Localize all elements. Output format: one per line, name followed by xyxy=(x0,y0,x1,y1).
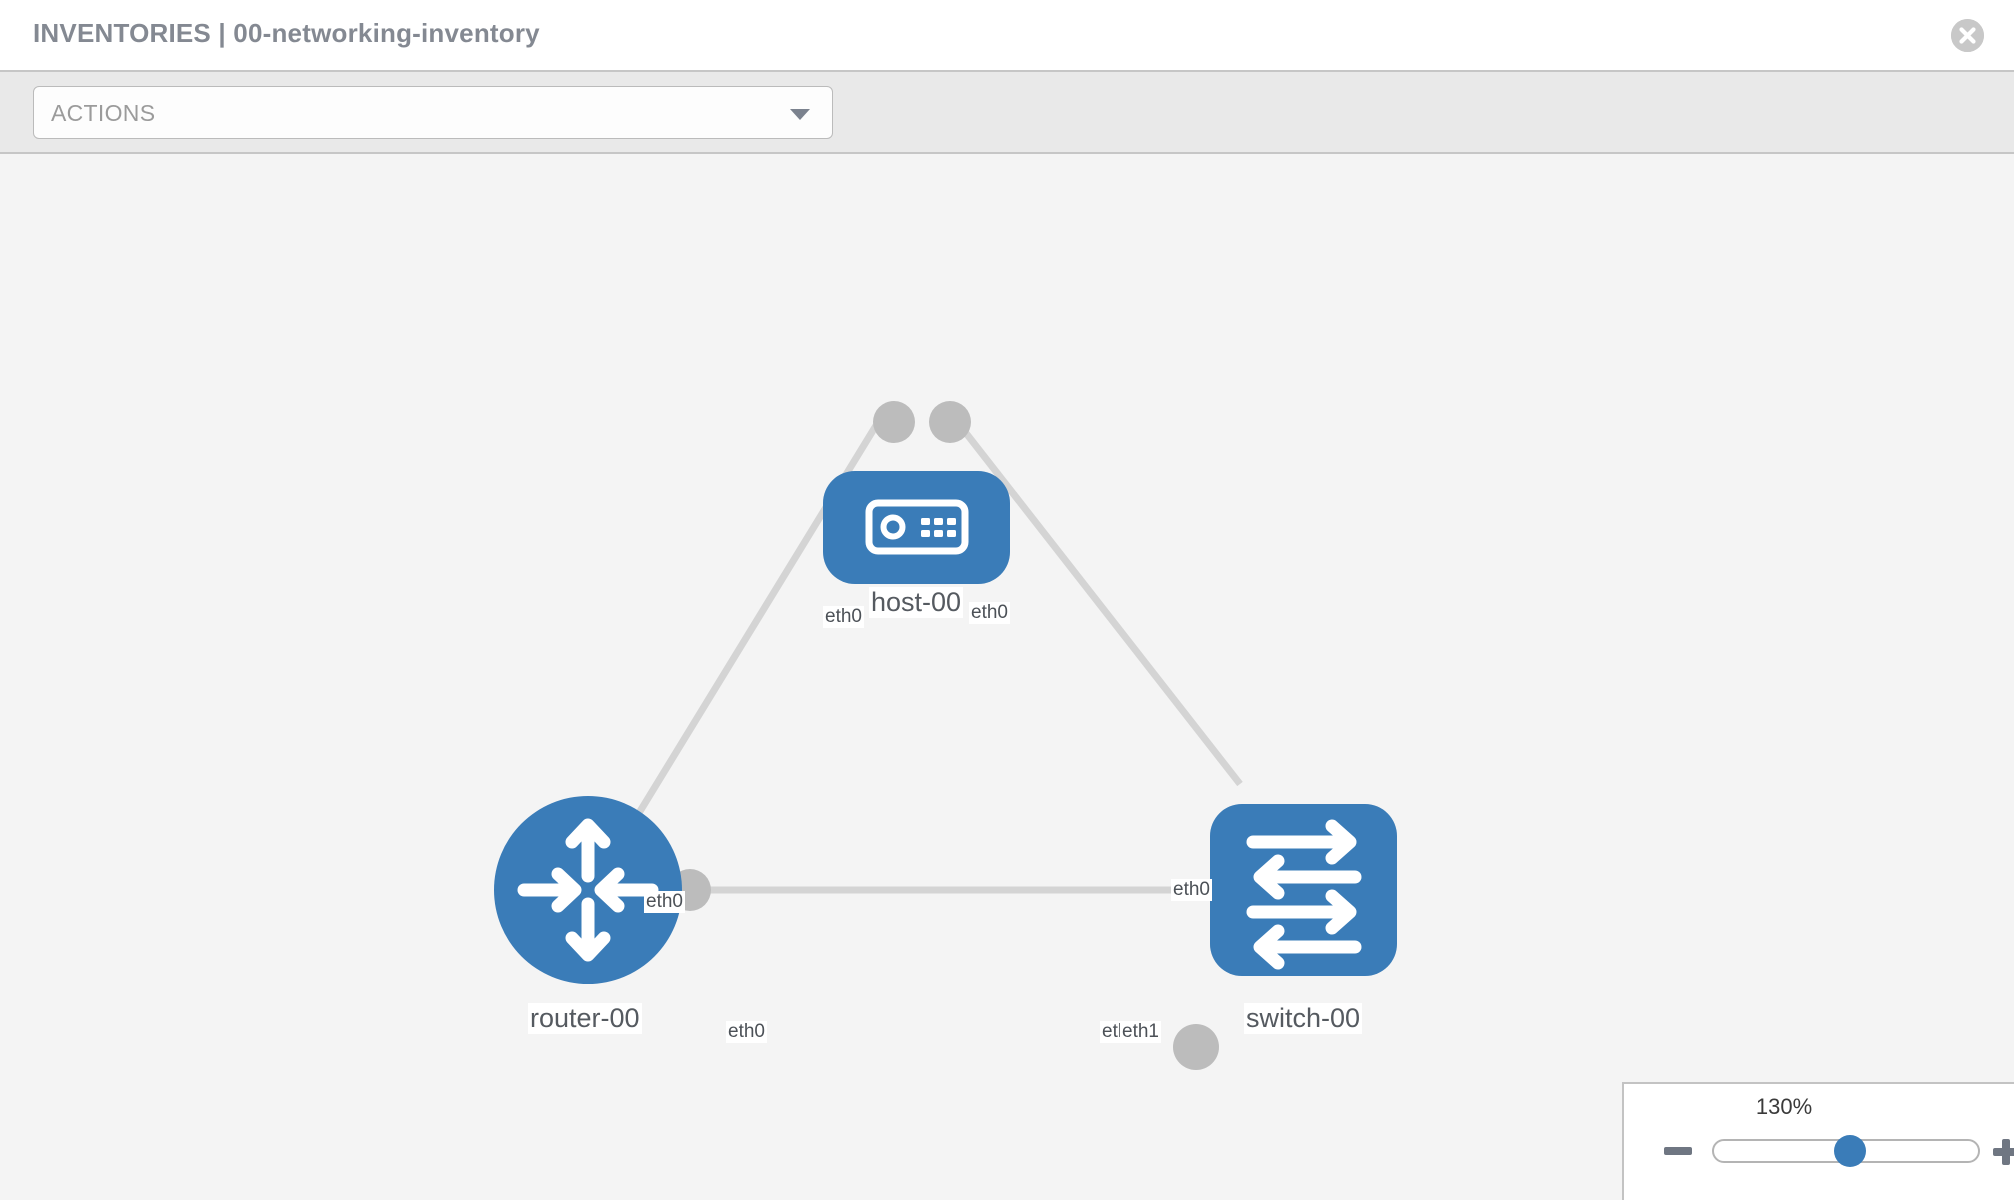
actions-dropdown[interactable]: ACTIONS xyxy=(33,86,833,139)
actions-dropdown-label: ACTIONS xyxy=(51,100,156,126)
server-icon xyxy=(865,499,969,555)
zoom-out-button[interactable] xyxy=(1664,1147,1692,1155)
host-node-shape xyxy=(823,471,1010,584)
router-arrows-icon xyxy=(517,818,659,962)
chevron-down-icon xyxy=(790,109,810,120)
iface-label-switch-left-b: eth1 xyxy=(1120,1021,1161,1043)
zoom-in-button[interactable] xyxy=(1993,1139,2014,1165)
zoom-slider-thumb[interactable] xyxy=(1834,1135,1866,1167)
node-label-router: router-00 xyxy=(528,1003,642,1034)
node-label-switch: switch-00 xyxy=(1244,1003,1363,1034)
page-title: INVENTORIES | 00-networking-inventory xyxy=(33,18,540,48)
router-node-shape xyxy=(494,796,682,984)
page-header: INVENTORIES | 00-networking-inventory xyxy=(0,0,2014,70)
switch-arrows-icon xyxy=(1246,819,1362,970)
zoom-control-panel: 130% xyxy=(1622,1082,2014,1200)
connector-host-right xyxy=(929,401,971,443)
zoom-level-value: 130% xyxy=(1755,1094,1813,1119)
iface-label-host-left: eth0 xyxy=(823,606,864,628)
connector-host-left xyxy=(873,401,915,443)
node-host-00 xyxy=(823,471,1010,584)
iface-label-router-right: eth0 xyxy=(726,1021,767,1043)
topology-canvas[interactable]: host-00 router-00 switch-00 eth0 eth0 et… xyxy=(0,154,2014,1200)
close-icon[interactable] xyxy=(1951,19,1984,52)
iface-label-router-up: eth0 xyxy=(644,891,685,913)
toolbar: ACTIONS SEARCH xyxy=(0,70,2014,209)
link-host-switch xyxy=(952,416,1243,787)
connector-switch-left xyxy=(1173,1024,1219,1070)
iface-label-switch-up: eth0 xyxy=(1171,879,1212,901)
node-router-00 xyxy=(494,796,682,984)
node-switch-00 xyxy=(1210,804,1397,976)
node-label-host: host-00 xyxy=(869,587,964,618)
iface-label-host-right: eth0 xyxy=(969,602,1010,624)
topology-graph xyxy=(494,401,1397,1070)
